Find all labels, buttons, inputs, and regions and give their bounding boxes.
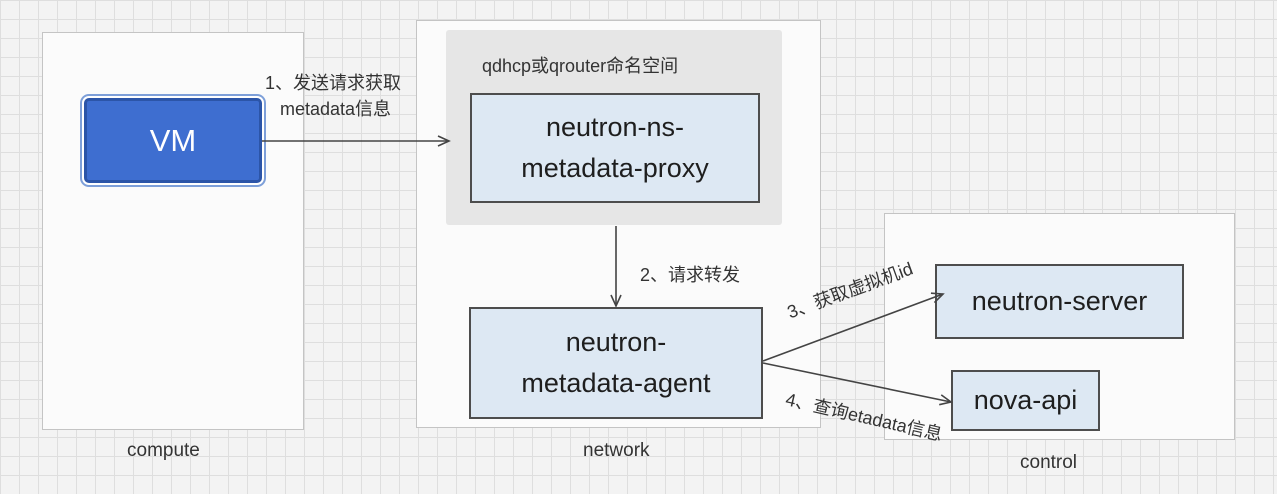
neutron-ns-metadata-proxy-node[interactable]: neutron-ns- metadata-proxy	[470, 93, 760, 203]
control-zone-label: control	[1020, 452, 1078, 473]
nova-label: nova-api	[973, 385, 1078, 415]
proxy-label-line-2: metadata-proxy	[521, 153, 709, 183]
proxy-label: neutron-ns- metadata-proxy	[521, 107, 709, 189]
proxy-label-line-1: neutron-ns-	[545, 112, 685, 142]
neutron-server-node[interactable]: neutron-server	[935, 264, 1184, 339]
namespace-label: qdhcp或qrouter命名空间	[482, 56, 679, 76]
network-zone-label: network	[583, 440, 650, 461]
neutron-metadata-agent-node[interactable]: neutron- metadata-agent	[469, 307, 763, 419]
compute-zone-label: compute	[127, 440, 200, 461]
agent-label-line-2: metadata-agent	[521, 368, 711, 398]
nova-api-node[interactable]: nova-api	[951, 370, 1100, 431]
step-1-line-1: 1、发送请求获取	[265, 73, 402, 93]
vm-label: VM	[149, 122, 197, 158]
agent-label: neutron- metadata-agent	[521, 322, 710, 404]
step-1-label: 1、发送请求获取 metadata信息	[265, 70, 401, 122]
agent-label-line-1: neutron-	[565, 327, 667, 357]
step-1-line-2: metadata信息	[280, 99, 392, 119]
step-2-label: 2、请求转发	[640, 265, 741, 285]
server-label: neutron-server	[971, 286, 1148, 316]
vm-node[interactable]: VM	[84, 98, 262, 183]
